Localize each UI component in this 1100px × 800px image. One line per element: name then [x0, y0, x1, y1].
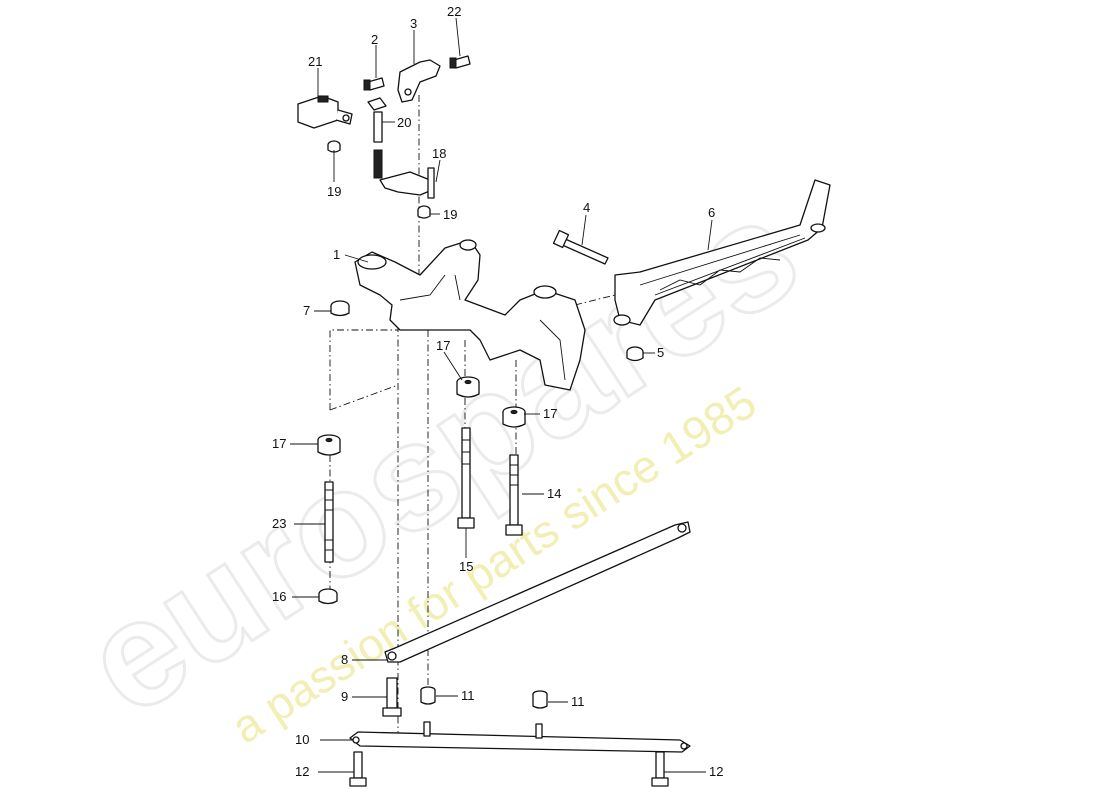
callout-3: 3 — [410, 16, 417, 31]
callout-5: 5 — [657, 345, 664, 360]
callout-11a: 11 — [461, 688, 475, 703]
nut-part-5[interactable] — [626, 346, 644, 362]
callout-19b: 19 — [443, 207, 457, 222]
nut-part-19b[interactable] — [417, 205, 431, 219]
nut-part-19a[interactable] — [327, 140, 341, 153]
callout-20: 20 — [397, 115, 411, 130]
crossmember-part-1[interactable] — [354, 239, 586, 391]
screw-part-2[interactable] — [363, 77, 385, 91]
callout-9: 9 — [341, 689, 348, 704]
callout-8: 8 — [341, 652, 348, 667]
callout-2: 2 — [371, 32, 378, 47]
bar-part-10[interactable] — [349, 721, 691, 753]
callout-22: 22 — [447, 4, 461, 19]
rubber-mount-part-17b[interactable] — [456, 376, 480, 398]
stud-part-23[interactable] — [324, 481, 334, 563]
callout-18: 18 — [432, 146, 446, 161]
strut-part-8[interactable] — [384, 521, 691, 663]
callout-10: 10 — [295, 732, 309, 747]
callout-7: 7 — [303, 303, 310, 318]
crossbeam-part-6[interactable] — [613, 179, 831, 326]
bolt-part-12a[interactable] — [349, 751, 367, 787]
callout-6: 6 — [708, 205, 715, 220]
callout-15: 15 — [459, 559, 473, 574]
sensor-part-21[interactable] — [297, 95, 353, 129]
bracket-part-18[interactable] — [379, 167, 435, 199]
bolt-part-12b[interactable] — [651, 751, 669, 787]
nut-part-7[interactable] — [330, 300, 350, 317]
rubber-mount-part-17a[interactable] — [317, 434, 341, 456]
callout-4: 4 — [583, 200, 590, 215]
bracket-part-3[interactable] — [397, 59, 441, 103]
spacer-part-11b[interactable] — [532, 690, 548, 709]
bolt-part-9[interactable] — [382, 677, 402, 717]
leader-lines — [290, 17, 713, 773]
callout-17c: 17 — [543, 406, 557, 421]
screw-part-22[interactable] — [449, 55, 471, 69]
callout-12a: 12 — [295, 764, 309, 779]
callout-19a: 19 — [327, 184, 341, 199]
callout-12b: 12 — [709, 764, 723, 779]
callout-17b: 17 — [436, 338, 450, 353]
callout-21: 21 — [308, 54, 322, 69]
bolt-part-4[interactable] — [552, 229, 609, 265]
nut-part-16[interactable] — [318, 588, 338, 605]
callout-11b: 11 — [571, 694, 585, 709]
callout-1: 1 — [333, 247, 340, 262]
spacer-part-11a[interactable] — [420, 686, 436, 705]
callout-17a: 17 — [272, 436, 286, 451]
callout-16: 16 — [272, 589, 286, 604]
rubber-mount-part-17c[interactable] — [502, 406, 526, 428]
stud-part-15[interactable] — [457, 427, 475, 529]
callouts: 2 3 22 21 20 19 18 19 1 7 4 6 5 17 17 17… — [272, 4, 723, 779]
callout-23: 23 — [272, 516, 286, 531]
callout-14: 14 — [547, 486, 561, 501]
link-rod-part-20[interactable] — [367, 97, 387, 179]
stud-part-14[interactable] — [505, 454, 523, 536]
